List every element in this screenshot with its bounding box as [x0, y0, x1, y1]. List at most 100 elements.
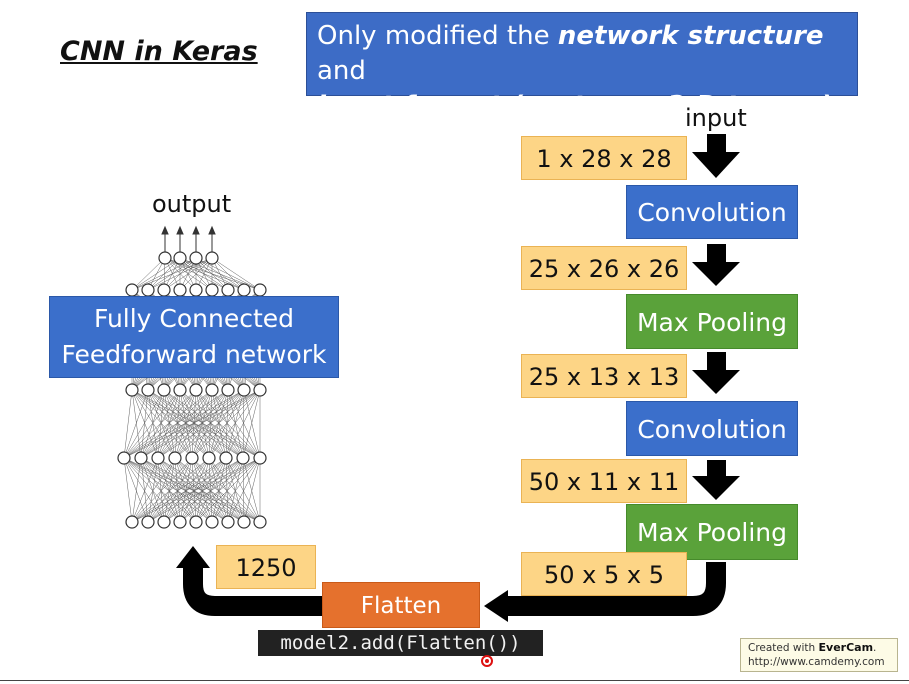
network-edge: [179, 457, 244, 523]
network-edge: [131, 389, 159, 459]
network-edge: [179, 389, 193, 459]
network-edge: [208, 457, 261, 523]
network-edge: [163, 389, 210, 459]
output-label: output: [152, 190, 232, 218]
network-edge: [140, 389, 213, 459]
network-edge: [174, 389, 181, 459]
network-edge: [123, 457, 165, 523]
network-edge: [174, 457, 181, 523]
network-edge: [211, 389, 244, 459]
network-edge: [179, 389, 244, 459]
network-edge: [191, 457, 261, 523]
network-edge: [227, 457, 261, 523]
network-node: [151, 451, 165, 465]
network-edge: [147, 389, 227, 459]
network-edge: [157, 457, 165, 523]
network-edge: [174, 457, 245, 523]
output-arrow-head: [176, 225, 184, 235]
network-edge: [131, 457, 142, 523]
network-edge: [131, 389, 227, 459]
network-edge: [157, 457, 229, 523]
network-edge: [179, 389, 227, 459]
network-edge: [140, 457, 149, 523]
network-edge: [123, 389, 133, 459]
network-edge: [227, 457, 244, 523]
network-node: [221, 515, 235, 529]
down-arrow-3: [692, 352, 740, 394]
network-edge: [191, 389, 245, 459]
network-edge: [191, 457, 197, 523]
network-edge: [123, 457, 197, 523]
network-edge: [123, 457, 133, 523]
network-edge: [147, 389, 261, 459]
network-edge: [195, 457, 210, 523]
network-edge: [123, 457, 261, 523]
bottom-divider: [0, 680, 909, 681]
down-arrow-2: [692, 244, 740, 286]
network-edge: [225, 389, 229, 459]
network-edge: [179, 389, 261, 459]
network-edge: [211, 389, 227, 459]
network-edge: [242, 457, 261, 523]
network-edge: [191, 457, 213, 523]
network-edge: [211, 457, 244, 523]
network-edge: [191, 389, 213, 459]
network-edge: [163, 389, 261, 459]
network-edge: [123, 457, 213, 523]
network-edge: [191, 457, 245, 523]
arrow-to-network-head: [176, 546, 210, 568]
network-edge: [195, 457, 244, 523]
evercam-watermark: Created with EverCam. http://www.camdemy…: [740, 638, 898, 672]
network-node: [168, 451, 182, 465]
network-edge: [174, 457, 197, 523]
maxpool-layer-2: Max Pooling: [626, 504, 798, 560]
watermark-prefix: Created with: [748, 642, 819, 654]
network-edge: [157, 457, 181, 523]
network-edge: [227, 389, 244, 459]
network-edge: [123, 457, 245, 523]
network-edge: [123, 389, 165, 459]
network-edge: [163, 389, 227, 459]
network-edge: [174, 389, 229, 459]
network-edge: [195, 389, 261, 459]
network-edge: [131, 457, 261, 523]
network-edge: [147, 457, 193, 523]
network-edge: [174, 389, 197, 459]
network-edge: [147, 457, 261, 523]
network-edge: [123, 389, 197, 459]
maxpool-layer-1: Max Pooling: [626, 294, 798, 349]
network-edge: [131, 457, 227, 523]
network-edge: [242, 389, 245, 459]
network-edge: [191, 389, 197, 459]
network-edge: [208, 389, 229, 459]
output-arrow-head: [192, 225, 200, 235]
network-edge: [123, 389, 149, 459]
shape-label-conv2: 50 x 11 x 11: [521, 459, 687, 503]
network-edge: [147, 257, 213, 291]
network-edge: [208, 457, 245, 523]
network-node: [125, 515, 139, 529]
network-node: [117, 451, 131, 465]
network-node: [173, 383, 187, 397]
network-edge: [163, 457, 227, 523]
network-node: [205, 251, 219, 265]
network-node: [157, 283, 171, 297]
network-edge: [147, 457, 210, 523]
network-edge: [131, 257, 197, 291]
network-node: [221, 383, 235, 397]
network-node: [173, 283, 187, 297]
network-edge: [131, 457, 210, 523]
network-edge: [195, 389, 227, 459]
banner-bold-1: network structure: [557, 21, 824, 51]
network-edge: [140, 457, 213, 523]
network-edge: [225, 457, 261, 523]
network-node: [189, 283, 203, 297]
network-node: [221, 283, 235, 297]
shape-label-pool1: 25 x 13 x 13: [521, 354, 687, 398]
network-node: [173, 515, 187, 529]
network-edge: [225, 389, 245, 459]
output-arrow-head: [208, 225, 216, 235]
network-node: [141, 515, 155, 529]
network-node: [141, 383, 155, 397]
network-node: [205, 515, 219, 529]
